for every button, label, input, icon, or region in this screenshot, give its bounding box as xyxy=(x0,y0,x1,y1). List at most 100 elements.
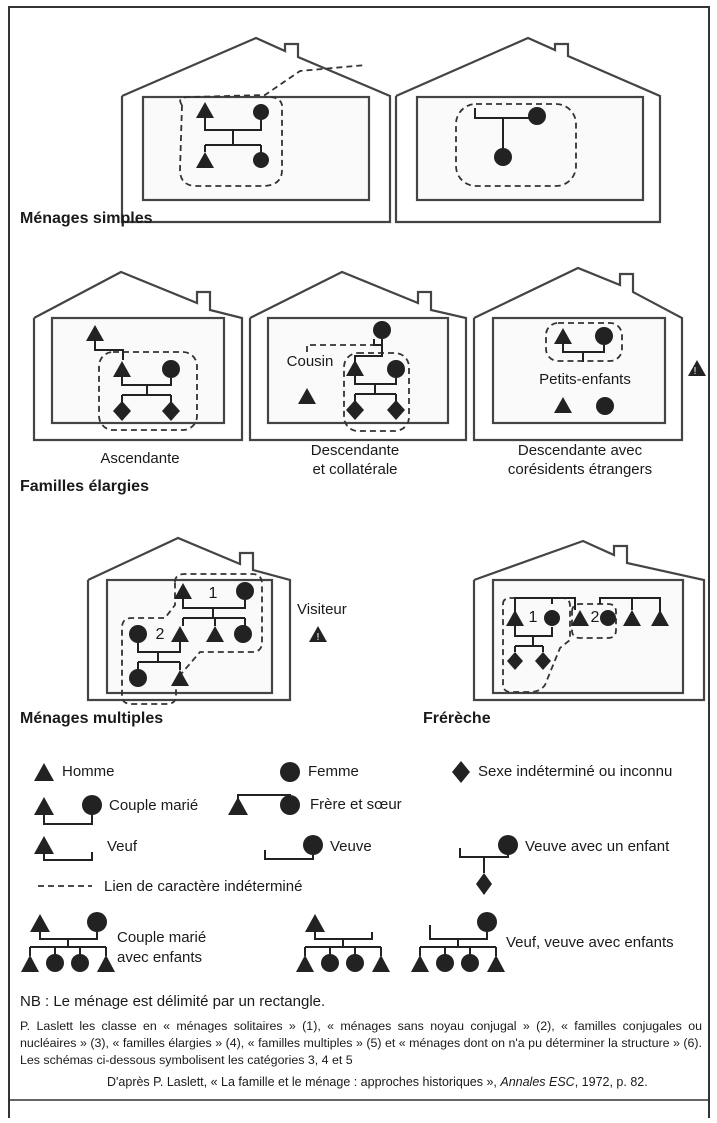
legend-femme: Femme xyxy=(308,763,359,780)
woman-symbol xyxy=(46,954,64,972)
man-symbol xyxy=(688,360,706,376)
group-number-1: 1 xyxy=(208,585,218,602)
figure-frame xyxy=(8,6,710,1118)
man-symbol xyxy=(623,610,641,626)
source-citation: D'après P. Laslett, « La famille et le m… xyxy=(107,1075,648,1089)
label-line: Descendante xyxy=(310,442,400,459)
man-symbol xyxy=(346,360,364,376)
house-descendante-etrangers: ! xyxy=(472,266,706,442)
man-symbol xyxy=(206,626,224,642)
man-symbol xyxy=(411,955,429,972)
woman-symbol xyxy=(236,582,254,600)
note-nb: NB : Le ménage est délimité par un recta… xyxy=(20,993,326,1010)
man-symbol xyxy=(21,955,39,972)
man-symbol xyxy=(171,670,189,686)
legend-veuve: Veuve xyxy=(330,838,372,855)
woman-symbol xyxy=(596,397,614,415)
indeterminate-symbol xyxy=(346,400,364,420)
woman-symbol xyxy=(494,148,512,166)
label-descendante-collaterale: Descendante et collatérale xyxy=(285,441,425,479)
label-line: Descendante avec xyxy=(517,442,643,459)
man-symbol xyxy=(34,797,54,815)
frereche-number-1: 1 xyxy=(528,609,538,626)
house-multiples: ! xyxy=(86,536,327,705)
legend-line: Couple marié xyxy=(117,929,207,946)
man-symbol xyxy=(113,361,131,377)
legend-veuve-enfant: Veuve avec un enfant xyxy=(525,838,670,855)
woman-symbol xyxy=(528,107,546,125)
label-petits-enfants: Petits-enfants xyxy=(530,370,640,389)
man-symbol xyxy=(30,914,50,932)
indeterminate-symbol xyxy=(113,401,131,421)
house-frereche xyxy=(472,539,706,702)
woman-symbol xyxy=(321,954,339,972)
description-paragraph: P. Laslett les classe en « ménages solit… xyxy=(20,1019,702,1067)
label-visiteur: Visiteur xyxy=(297,601,347,618)
indeterminate-symbol xyxy=(535,652,551,670)
woman-symbol xyxy=(303,835,323,855)
woman-symbol xyxy=(544,610,560,626)
source-prefix: D'après P. Laslett, « La famille et le m… xyxy=(107,1075,501,1089)
woman-symbol xyxy=(253,152,269,168)
woman-symbol xyxy=(373,321,391,339)
man-symbol xyxy=(34,763,54,781)
man-symbol xyxy=(171,626,189,642)
label-descendante-etrangers: Descendante avec corésidents étrangers xyxy=(480,441,680,479)
man-symbol xyxy=(196,152,214,168)
woman-symbol xyxy=(82,795,102,815)
man-symbol xyxy=(372,955,390,972)
label-line: corésidents étrangers xyxy=(507,461,653,478)
woman-symbol xyxy=(600,610,616,626)
legend-symbols xyxy=(21,761,518,972)
legend-couple-enfants: Couple marié avec enfants xyxy=(117,928,206,968)
man-symbol xyxy=(305,914,325,932)
woman-symbol xyxy=(387,360,405,378)
woman-symbol xyxy=(162,360,180,378)
woman-symbol xyxy=(595,327,613,345)
source-suffix: , 1972, p. 82. xyxy=(574,1075,648,1089)
legend-homme: Homme xyxy=(62,763,115,780)
title-menages-multiples: Ménages multiples xyxy=(20,710,164,727)
svg-text:!: ! xyxy=(693,366,697,377)
house-simple-couple xyxy=(120,36,392,224)
legend-sexe-indetermine: Sexe indéterminé ou inconnu xyxy=(478,763,673,780)
man-symbol xyxy=(571,610,589,626)
man-symbol xyxy=(196,102,214,118)
woman-symbol xyxy=(87,912,107,932)
man-symbol xyxy=(174,583,192,599)
woman-symbol xyxy=(346,954,364,972)
woman-symbol xyxy=(129,625,147,643)
woman-symbol xyxy=(280,762,300,782)
woman-symbol xyxy=(129,669,147,687)
legend-couple-marie: Couple marié xyxy=(109,797,199,814)
house-ascendante xyxy=(32,270,244,442)
man-symbol xyxy=(487,955,505,972)
woman-symbol xyxy=(71,954,89,972)
label-ascendante: Ascendante xyxy=(100,450,180,467)
label-line: et collatérale xyxy=(312,461,398,478)
woman-symbol xyxy=(477,912,497,932)
legend-line: avec enfants xyxy=(117,949,203,966)
man-symbol xyxy=(309,626,327,642)
man-symbol xyxy=(86,325,104,341)
legend-veuf: Veuf xyxy=(107,838,138,855)
indeterminate-symbol xyxy=(387,400,405,420)
woman-symbol xyxy=(461,954,479,972)
woman-symbol xyxy=(436,954,454,972)
woman-symbol xyxy=(498,835,518,855)
svg-text:!: ! xyxy=(316,632,320,643)
title-menages-simples: Ménages simples xyxy=(20,210,153,227)
man-symbol xyxy=(97,955,115,972)
man-symbol xyxy=(296,955,314,972)
frereche-number-2: 2 xyxy=(590,609,600,626)
indeterminate-symbol xyxy=(476,873,492,895)
label-cousin: Cousin xyxy=(280,352,340,371)
house-simple-widow xyxy=(394,36,662,224)
legend-frere-soeur: Frère et sœur xyxy=(310,796,402,813)
woman-symbol xyxy=(234,625,252,643)
woman-symbol xyxy=(253,104,269,120)
man-symbol xyxy=(298,388,316,404)
legend-veuf-veuve-enfants: Veuf, veuve avec enfants xyxy=(506,934,674,951)
woman-symbol xyxy=(280,795,300,815)
